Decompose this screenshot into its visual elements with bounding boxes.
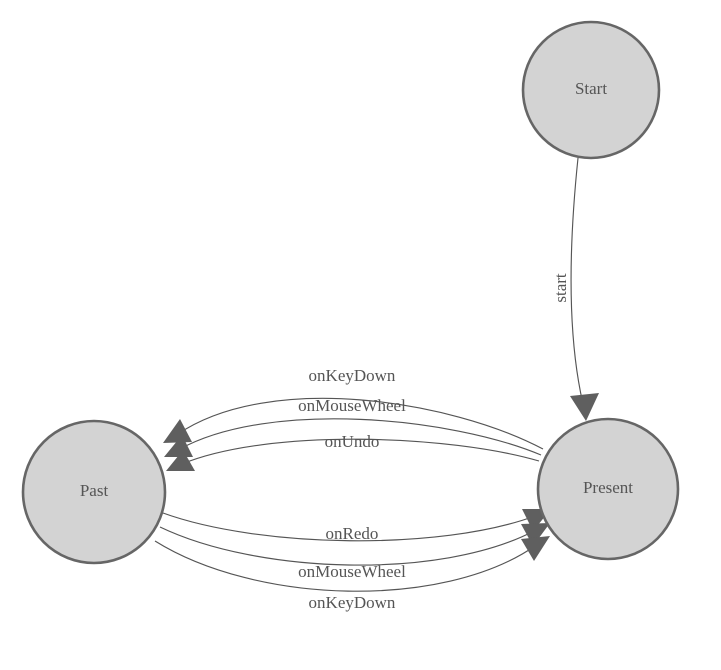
edge-label-onundo: onUndo xyxy=(325,432,380,451)
edge-onkeydown-to-past[interactable] xyxy=(163,397,544,450)
edge-onredo-path xyxy=(162,512,536,542)
edge-onkeydown-to-present-path xyxy=(154,540,536,592)
node-past[interactable]: Past xyxy=(21,419,167,565)
node-present[interactable]: Present xyxy=(536,417,680,561)
node-start-circle xyxy=(521,20,661,160)
edge-start-arrowhead xyxy=(570,393,599,421)
node-past-label: Past xyxy=(80,481,109,500)
node-start-label: Start xyxy=(575,79,607,98)
edge-label-onmousewheel-to-past: onMouseWheel xyxy=(298,396,406,415)
edge-label-onmousewheel-to-present: onMouseWheel xyxy=(298,562,406,581)
edge-label-onkeydown-to-present: onKeyDown xyxy=(309,593,396,612)
edge-onundo-path xyxy=(181,438,540,465)
node-present-label: Present xyxy=(583,478,633,497)
edge-onkeydown-to-past-arrowhead xyxy=(163,419,192,443)
edge-onmousewheel-to-past[interactable] xyxy=(164,418,542,457)
edge-start[interactable] xyxy=(570,157,599,421)
node-present-circle xyxy=(536,417,680,561)
edge-onkeydown-to-present-arrowhead xyxy=(521,536,550,561)
edge-label-onkeydown-to-past: onKeyDown xyxy=(309,366,396,385)
edge-label-onredo: onRedo xyxy=(326,524,379,543)
edge-onmousewheel-to-past-path xyxy=(179,418,542,456)
edge-onmousewheel-to-past-arrowhead xyxy=(164,435,193,457)
edge-label-start: start xyxy=(551,273,570,303)
edge-onmousewheel-to-present[interactable] xyxy=(159,523,550,566)
edge-onmousewheel-to-present-arrowhead xyxy=(521,523,550,546)
node-past-circle xyxy=(21,419,167,565)
edge-start-path xyxy=(570,157,584,405)
edge-onkeydown-to-present[interactable] xyxy=(154,536,550,592)
edge-onmousewheel-to-present-path xyxy=(159,526,535,566)
edge-onundo-arrowhead xyxy=(166,450,195,471)
node-start[interactable]: Start xyxy=(521,20,661,160)
edge-onkeydown-to-past-path xyxy=(177,397,544,450)
edge-onundo[interactable] xyxy=(166,438,540,471)
